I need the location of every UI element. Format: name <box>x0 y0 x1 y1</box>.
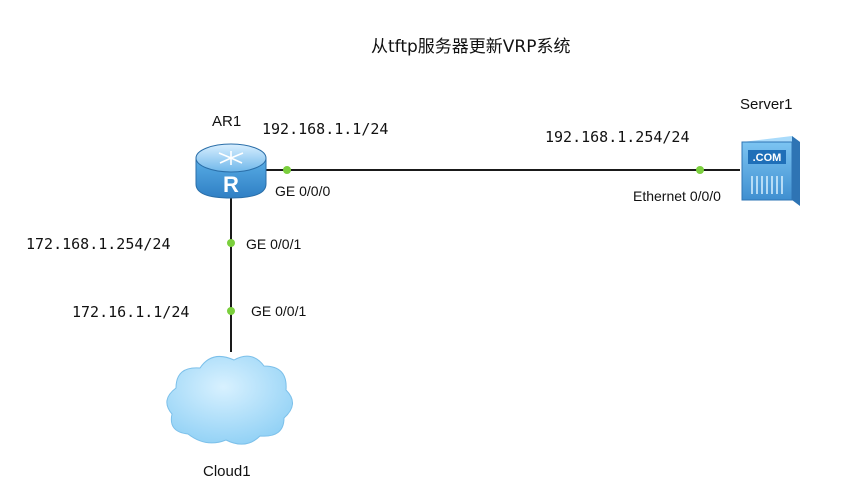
router-glyph: R <box>223 172 239 197</box>
server-port: Ethernet 0/0/0 <box>633 188 721 204</box>
port-dot-cloud-ge001[interactable] <box>227 307 235 315</box>
cloud-ip: 172.16.1.1/24 <box>72 303 190 321</box>
router-name: AR1 <box>212 113 242 130</box>
cloud-icon[interactable] <box>166 355 293 445</box>
ar1-ge001-ip: 172.168.1.254/24 <box>26 235 171 253</box>
cloud-name: Cloud1 <box>203 463 251 480</box>
router-icon[interactable] <box>195 143 267 199</box>
ar1-ge000-ip: 192.168.1.1/24 <box>262 120 389 138</box>
server-icon[interactable] <box>741 136 800 206</box>
ar1-ge000-port: GE 0/0/0 <box>275 183 331 199</box>
server-glyph: .COM <box>753 152 782 164</box>
server-ip: 192.168.1.254/24 <box>545 128 690 146</box>
server-name: Server1 <box>740 96 793 113</box>
ar1-ge001-port: GE 0/0/1 <box>246 236 302 252</box>
diagram-title: 从tftp服务器更新VRP系统 <box>371 37 571 57</box>
port-dot-ar1-ge001[interactable] <box>227 239 235 247</box>
port-dot-server-eth000[interactable] <box>696 166 704 174</box>
cloud-port: GE 0/0/1 <box>251 303 307 319</box>
port-dot-ar1-ge000[interactable] <box>283 166 291 174</box>
